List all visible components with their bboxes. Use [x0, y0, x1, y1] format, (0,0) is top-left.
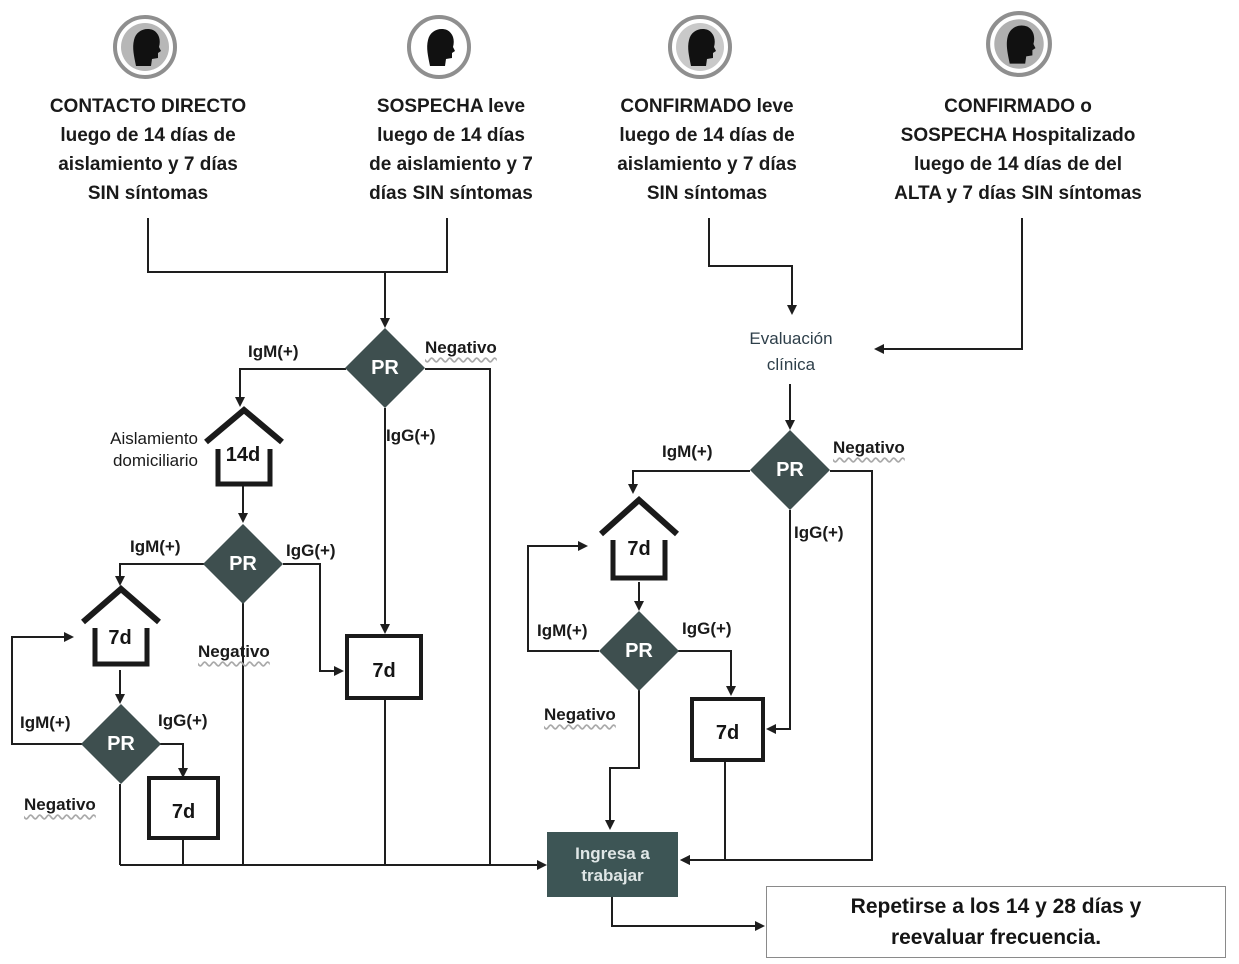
decision-label: PR — [776, 459, 804, 481]
igm-positive-label: IgM(+) — [662, 442, 713, 461]
decision-label: PR — [229, 553, 257, 575]
head-silhouette-icon — [986, 11, 1052, 77]
negative-label: Negativo — [24, 795, 96, 814]
home-isolation-icon — [81, 585, 161, 667]
decision-diamond — [203, 524, 283, 604]
duration-7d-box: 7d — [147, 776, 220, 840]
negative-label: Negativo — [425, 338, 497, 357]
igg-positive-label: IgG(+) — [286, 541, 336, 560]
head-silhouette-icon — [113, 15, 177, 79]
igm-positive-label: IgM(+) — [248, 342, 299, 361]
igg-positive-label: IgG(+) — [386, 426, 436, 445]
igm-positive-label: IgM(+) — [20, 713, 71, 732]
decision-label: PR — [625, 640, 653, 662]
igg-positive-label: IgG(+) — [794, 523, 844, 542]
head-silhouette-icon — [668, 15, 732, 79]
duration-7d: 7d — [627, 538, 651, 560]
head-silhouette-icon — [407, 15, 471, 79]
igm-positive-label: IgM(+) — [130, 537, 181, 556]
home-isolation-icon — [204, 406, 284, 487]
negative-label: Negativo — [833, 438, 905, 457]
negative-label: Negativo — [544, 705, 616, 724]
decision-diamond — [750, 430, 830, 510]
negative-label: Negativo — [198, 642, 270, 661]
decision-diamond — [345, 328, 425, 408]
decision-label: PR — [371, 357, 399, 379]
duration-7d-box: 7d — [345, 634, 423, 700]
duration-7d: 7d — [108, 627, 132, 649]
duration-7d-box: 7d — [690, 697, 765, 762]
home-isolation-icon — [598, 495, 680, 581]
igm-positive-label: IgM(+) — [537, 621, 588, 640]
decision-diamond — [599, 611, 679, 691]
igg-positive-label: IgG(+) — [682, 619, 732, 638]
duration-14d: 14d — [225, 444, 261, 466]
igg-positive-label: IgG(+) — [158, 711, 208, 730]
decision-label: PR — [107, 733, 135, 755]
decision-diamond — [81, 704, 161, 784]
